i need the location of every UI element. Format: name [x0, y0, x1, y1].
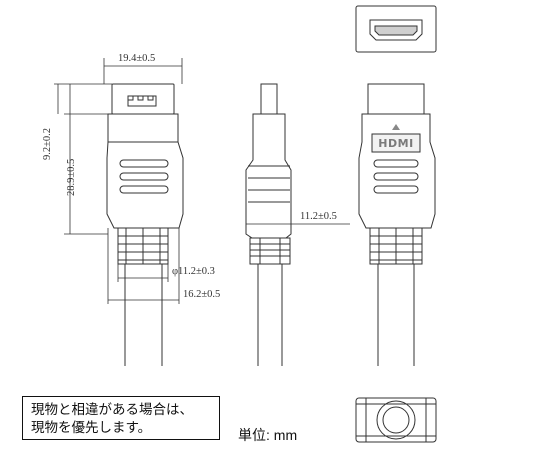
end-view-cable-outer — [376, 400, 416, 440]
disclaimer-note: 現物と相違がある場合は、 現物を優先します。 — [22, 396, 220, 440]
back-boot-ribs — [370, 228, 422, 264]
back-view — [358, 83, 436, 366]
back-logo-plate — [371, 133, 421, 153]
dim-side-thickness: 11.2±0.5 — [300, 211, 337, 222]
front-grip-slot-2 — [119, 172, 169, 181]
side-boot-ribs — [250, 238, 290, 264]
front-grip-slot-1 — [119, 159, 169, 168]
note-line-2: 現物を優先します。 — [31, 420, 152, 435]
back-plug-tip — [367, 83, 425, 115]
bottom-end-view — [355, 397, 437, 443]
side-view — [245, 83, 292, 366]
back-grip-slot-2 — [373, 172, 419, 181]
back-grip-slot-3 — [373, 185, 419, 194]
end-view-top-frame — [355, 5, 437, 53]
dim-plug-height: 9.2±0.2 — [42, 128, 53, 160]
front-body — [106, 113, 184, 229]
front-boot-ribs — [118, 228, 168, 264]
dim-body-height: 28.9±0.5 — [66, 159, 77, 196]
end-view-top-socket-inner — [374, 25, 418, 36]
front-plug-slot — [127, 95, 157, 107]
side-body — [245, 113, 292, 239]
dim-boot-width: 16.2±0.5 — [183, 289, 220, 300]
dim-cable-diameter: φ11.2±0.3 — [172, 266, 215, 277]
top-end-view — [355, 5, 437, 53]
dim-top-width: 19.4±0.5 — [118, 53, 155, 64]
side-dimensions — [245, 208, 350, 228]
end-view-cable-inner — [382, 406, 410, 434]
note-line-1: 現物と相違がある場合は、 — [31, 402, 193, 417]
back-grip-slot-1 — [373, 159, 419, 168]
unit-label: 単位: mm — [238, 427, 298, 443]
hdmi-logo-text: HDMI — [378, 137, 413, 150]
side-boot — [249, 237, 291, 265]
front-grip-slot-3 — [119, 185, 169, 194]
front-plug-teeth — [127, 96, 154, 101]
front-dimensions — [54, 58, 183, 304]
side-plug-tip — [260, 83, 278, 115]
end-view-top-socket — [369, 19, 423, 41]
side-body-lines — [248, 165, 290, 203]
back-body — [358, 113, 436, 229]
front-view — [106, 83, 184, 366]
end-view-bottom-frame — [355, 397, 437, 443]
back-arrow-mark — [392, 124, 400, 130]
